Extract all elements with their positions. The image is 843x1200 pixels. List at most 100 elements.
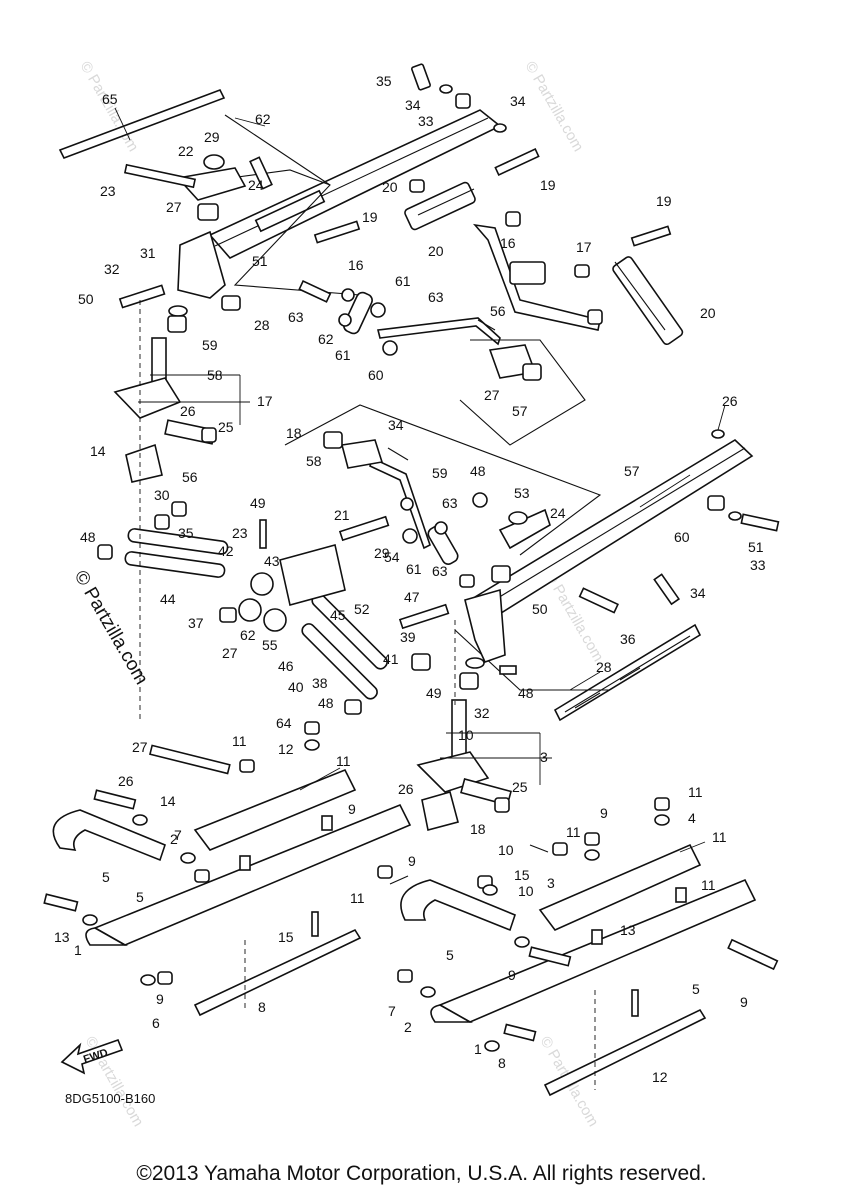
callout-number: 63 bbox=[442, 495, 458, 511]
ski-tip-1-left bbox=[85, 927, 129, 946]
callout-number: 15 bbox=[278, 929, 294, 945]
bolt-62-top bbox=[249, 156, 273, 190]
shock-16-right bbox=[612, 256, 684, 346]
callout-number: 44 bbox=[160, 591, 176, 607]
callout-number: 17 bbox=[257, 393, 273, 409]
callout-number: 10 bbox=[518, 883, 534, 899]
stopper-18-upper bbox=[125, 443, 163, 483]
callout-number: 58 bbox=[306, 453, 322, 469]
rod-56-mid bbox=[369, 456, 431, 550]
callout-number: 13 bbox=[54, 929, 70, 945]
bolt-6-right bbox=[503, 1023, 537, 1042]
nut-11-d bbox=[157, 971, 173, 985]
callout-number: 47 bbox=[404, 589, 420, 605]
nut-13-left bbox=[377, 865, 393, 879]
callout-number: 52 bbox=[354, 601, 370, 617]
bushing-27-midB bbox=[459, 672, 479, 690]
nut-55 bbox=[219, 607, 237, 623]
callout-number: 25 bbox=[218, 419, 234, 435]
callout-number: 24 bbox=[248, 177, 264, 193]
callout-number: 12 bbox=[278, 741, 294, 757]
ski-bracket-3-right bbox=[538, 843, 702, 931]
washer-9-g bbox=[420, 986, 436, 998]
callout-number: 34 bbox=[510, 93, 526, 109]
callout-number: 32 bbox=[474, 705, 490, 721]
bar-45 bbox=[124, 551, 226, 578]
callout-number: 35 bbox=[376, 73, 392, 89]
callout-number: 11 bbox=[336, 753, 351, 769]
callout-number: 32 bbox=[104, 261, 120, 277]
decal-strip-65 bbox=[58, 88, 226, 160]
bolt-62-mid2 bbox=[578, 587, 619, 614]
leader-lines bbox=[114, 107, 726, 1090]
callout-number: 17 bbox=[576, 239, 592, 255]
callout-number: 7 bbox=[388, 1003, 396, 1019]
callout-number: 48 bbox=[318, 695, 334, 711]
rod-56-upper bbox=[377, 317, 501, 346]
callout-number: 60 bbox=[368, 367, 384, 383]
bolt-54 bbox=[338, 515, 390, 542]
washer-9-a bbox=[132, 814, 148, 826]
block-17 bbox=[509, 261, 546, 285]
bolt-19-c bbox=[630, 225, 672, 247]
callout-number: 37 bbox=[188, 615, 204, 631]
callout-number: 4 bbox=[688, 810, 696, 826]
bolt-35-mid bbox=[740, 513, 780, 532]
callout-number: 9 bbox=[600, 805, 608, 821]
callout-number: 27 bbox=[484, 387, 500, 403]
callout-number: 63 bbox=[288, 309, 304, 325]
callout-number: 55 bbox=[262, 637, 278, 653]
joint-63-b bbox=[382, 340, 398, 356]
bushing-48-c bbox=[344, 699, 362, 715]
stopper-18-lower bbox=[421, 791, 459, 831]
callout-number: 1 bbox=[474, 1041, 482, 1057]
callout-number: 20 bbox=[428, 243, 444, 259]
bushing-26-upper bbox=[201, 427, 217, 443]
callout-number: 3 bbox=[540, 749, 548, 765]
callout-number: 42 bbox=[218, 543, 234, 559]
cap-29-top bbox=[203, 154, 225, 170]
callout-number: 30 bbox=[154, 487, 170, 503]
callout-number: 50 bbox=[532, 601, 548, 617]
runner-4-left bbox=[193, 928, 362, 1017]
callout-number: 7 bbox=[174, 827, 182, 843]
callout-number: 65 bbox=[102, 91, 118, 107]
outline-mid bbox=[284, 404, 602, 556]
outline-mid-2 bbox=[454, 629, 610, 691]
callout-number: 28 bbox=[596, 659, 612, 675]
callout-number: 10 bbox=[458, 727, 474, 743]
bushing-48-a bbox=[97, 544, 113, 560]
stud-8-right bbox=[631, 989, 639, 1017]
pin-15-left bbox=[389, 875, 409, 885]
grommet-58-mid bbox=[323, 431, 343, 449]
joint-63-mid bbox=[402, 528, 418, 544]
link-60-mid bbox=[427, 525, 459, 565]
washer-10-right2 bbox=[584, 849, 600, 861]
callout-number: 39 bbox=[400, 629, 416, 645]
callout-number: 25 bbox=[512, 779, 528, 795]
washer-9-c bbox=[82, 914, 98, 926]
callout-number: 22 bbox=[178, 143, 194, 159]
bushing-17-a bbox=[505, 211, 521, 227]
callout-number: 24 bbox=[550, 505, 566, 521]
leader bbox=[717, 404, 726, 431]
callout-number: 40 bbox=[288, 679, 304, 695]
spindle-bracket-upper bbox=[177, 230, 226, 299]
outline-57-58 bbox=[459, 339, 586, 446]
callout-number: 46 bbox=[278, 658, 294, 674]
joint-63-a bbox=[370, 302, 386, 318]
callout-number: 18 bbox=[470, 821, 486, 837]
leader bbox=[679, 841, 706, 853]
bushing-48-b bbox=[171, 501, 187, 517]
callout-number: 36 bbox=[620, 631, 636, 647]
bolt-5-d bbox=[591, 929, 603, 945]
callout-number: 64 bbox=[276, 715, 292, 731]
callout-number: 9 bbox=[740, 994, 748, 1010]
washer-34 bbox=[439, 84, 453, 94]
runner-4-right bbox=[543, 1008, 707, 1097]
ski-handle-2-right bbox=[400, 879, 516, 932]
left-ski-assembly: FWD bbox=[43, 721, 412, 1075]
callout-number: 19 bbox=[362, 209, 378, 225]
